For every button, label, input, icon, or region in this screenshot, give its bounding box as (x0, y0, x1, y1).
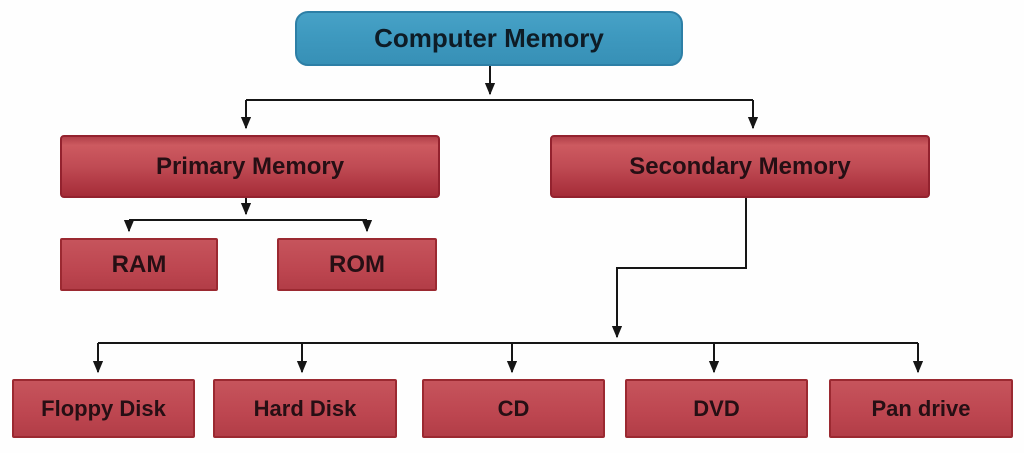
node-cd: CD (422, 379, 605, 438)
node-pan-drive-label: Pan drive (871, 395, 971, 421)
node-primary-memory: Primary Memory (60, 135, 440, 198)
node-dvd-label: DVD (693, 395, 740, 421)
node-rom-label: ROM (329, 250, 385, 278)
node-hard-disk-label: Hard Disk (253, 395, 357, 421)
node-dvd: DVD (625, 379, 808, 438)
node-primary-memory-label: Primary Memory (155, 152, 345, 180)
node-secondary-memory-label: Secondary Memory (629, 152, 851, 180)
node-floppy-disk-label: Floppy Disk (41, 395, 166, 421)
node-floppy-disk: Floppy Disk (12, 379, 195, 438)
node-hard-disk: Hard Disk (213, 379, 397, 438)
node-computer-memory: Computer Memory (295, 11, 683, 66)
node-rom: ROM (277, 238, 437, 291)
node-secondary-memory: Secondary Memory (550, 135, 930, 198)
node-computer-memory-label: Computer Memory (374, 23, 604, 53)
node-ram: RAM (60, 238, 218, 291)
edge-secondary-step (616, 198, 747, 336)
node-ram-label: RAM (111, 250, 167, 278)
node-pan-drive: Pan drive (829, 379, 1013, 438)
node-cd-label: CD (497, 395, 530, 421)
